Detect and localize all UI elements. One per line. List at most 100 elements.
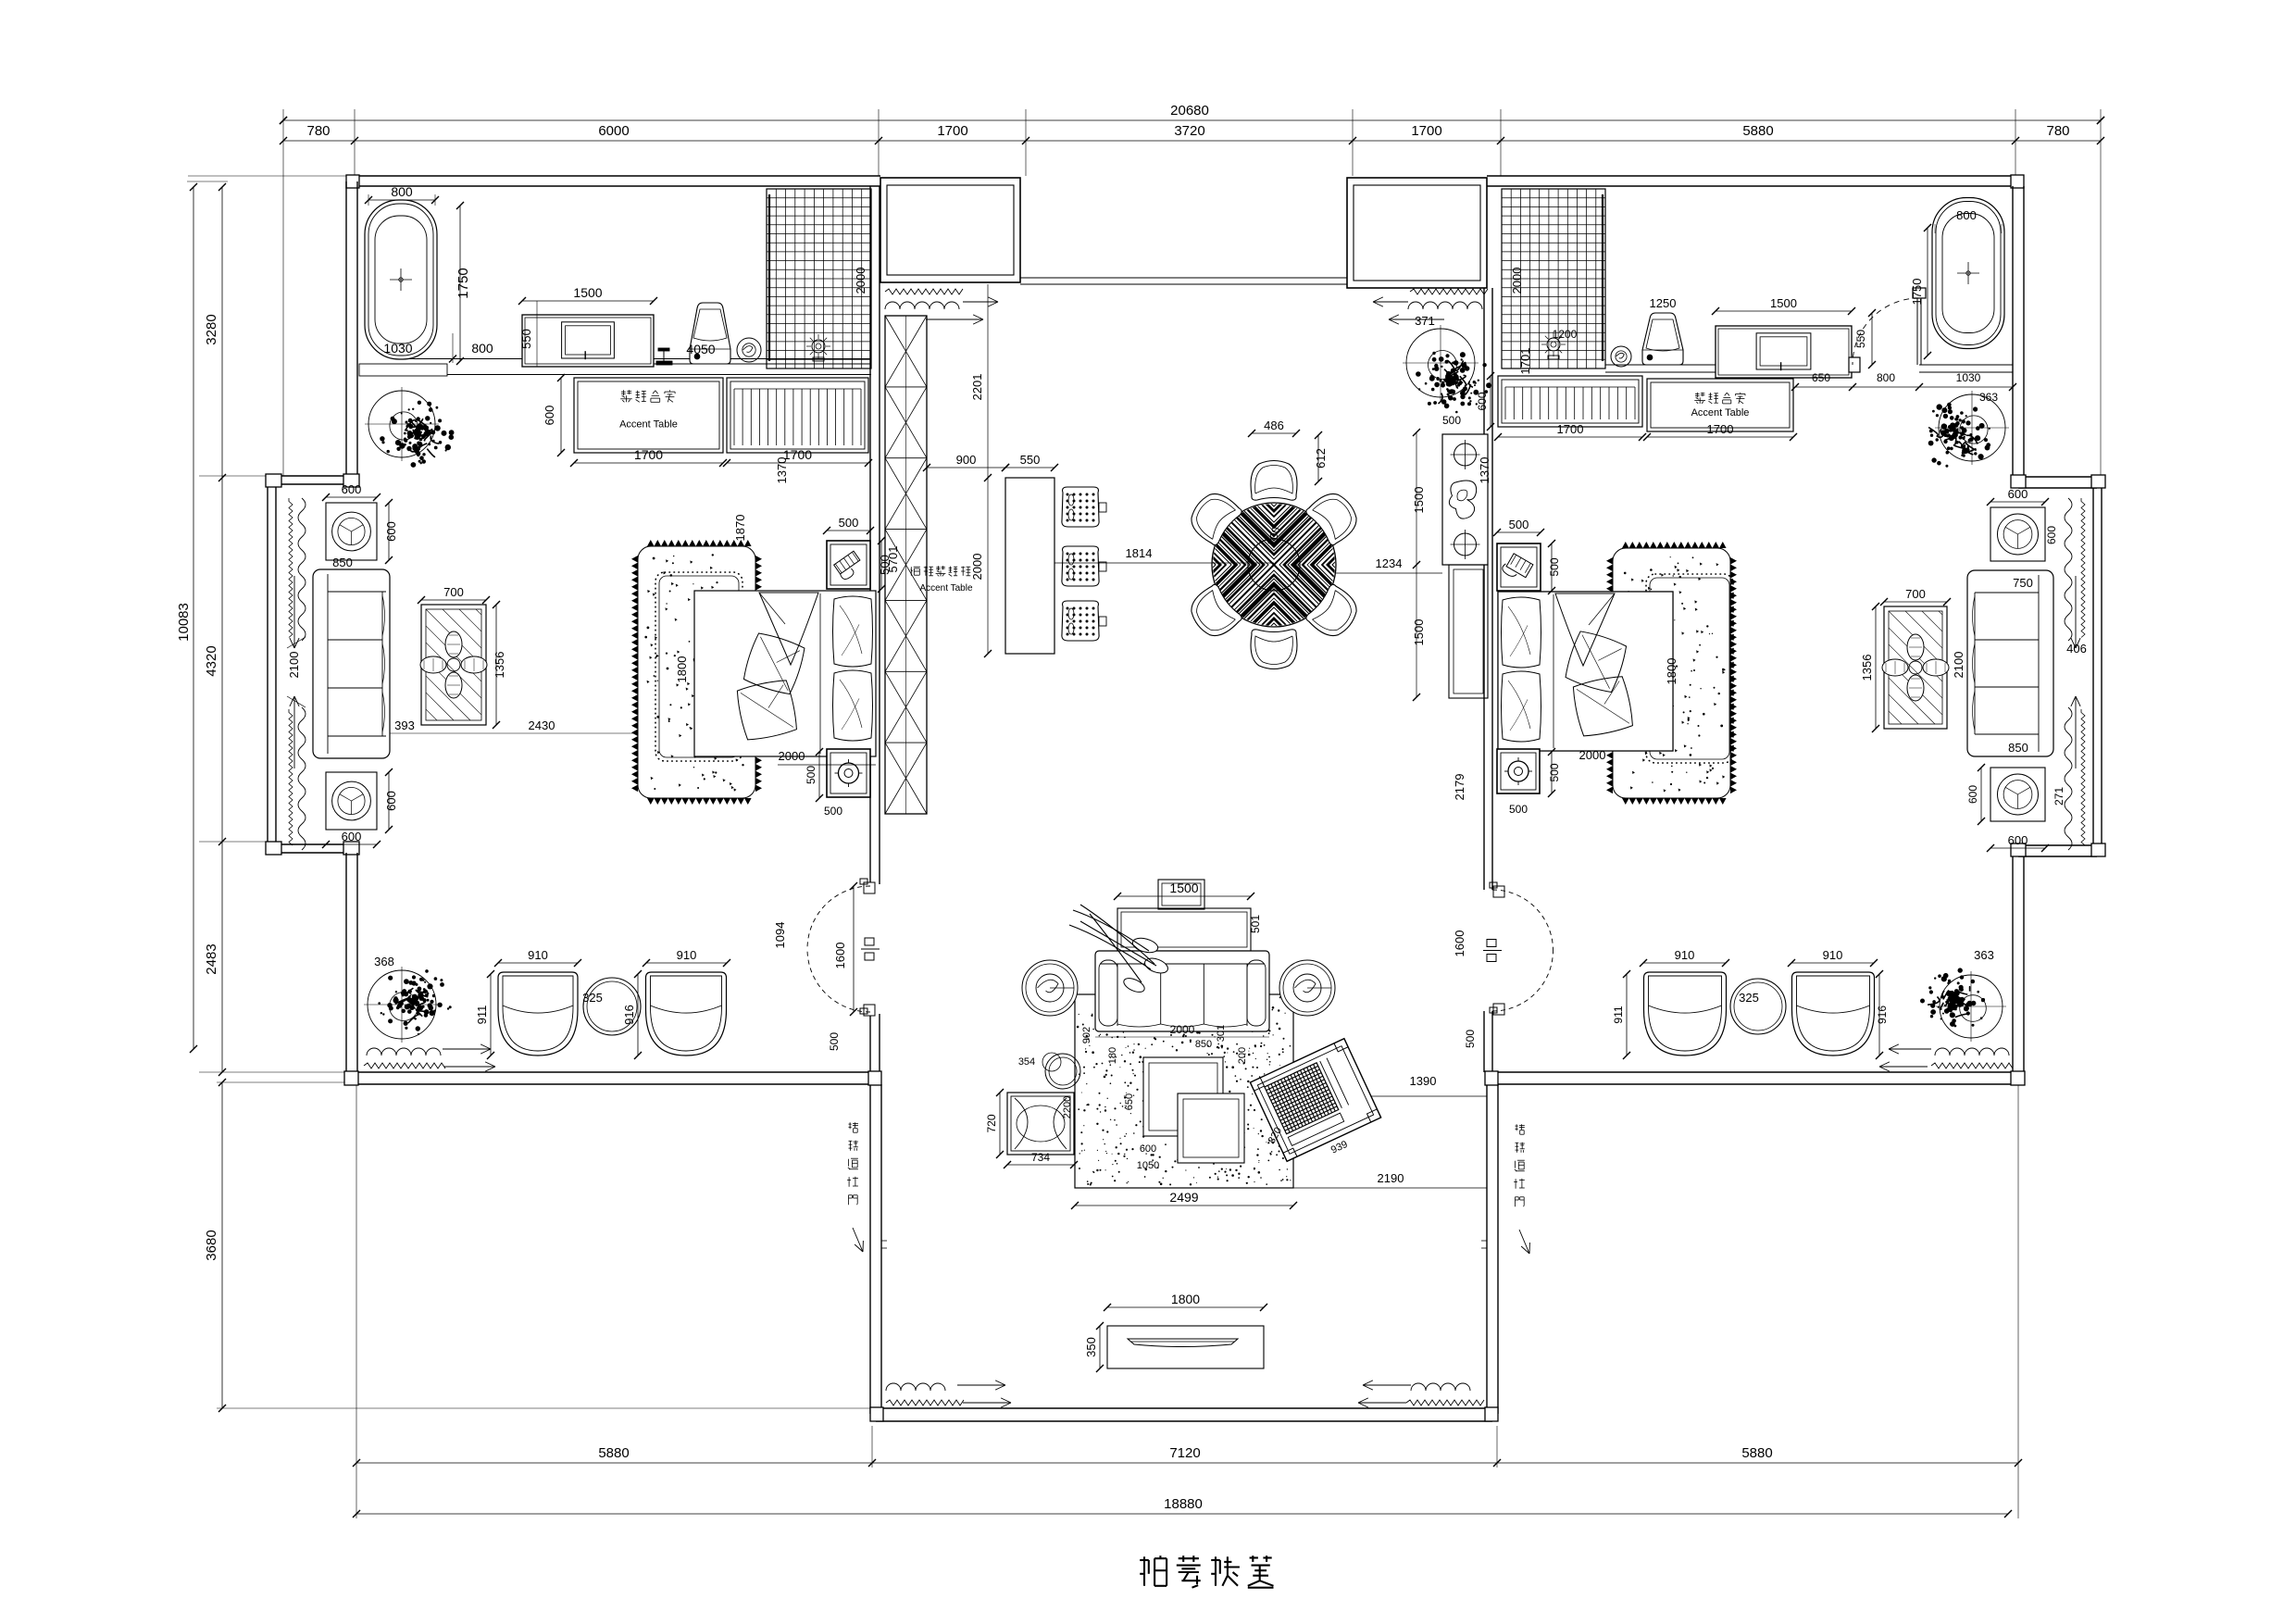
svg-text:911: 911	[1612, 1006, 1625, 1023]
svg-text:600: 600	[342, 830, 362, 843]
svg-text:500: 500	[1548, 763, 1561, 781]
svg-text:500: 500	[1509, 518, 1529, 531]
svg-text:850: 850	[1195, 1039, 1212, 1050]
svg-text:1200: 1200	[1553, 328, 1578, 341]
svg-text:910: 910	[677, 948, 697, 962]
svg-text:2499: 2499	[1169, 1190, 1198, 1205]
svg-text:600: 600	[342, 482, 362, 496]
svg-text:1700: 1700	[783, 447, 812, 462]
svg-text:500: 500	[1464, 1030, 1477, 1048]
svg-text:7120: 7120	[1169, 1445, 1200, 1461]
svg-text:850: 850	[332, 556, 353, 569]
svg-text:550: 550	[1854, 330, 1867, 348]
svg-text:1750: 1750	[1910, 279, 1924, 306]
svg-text:271: 271	[2053, 787, 2065, 806]
svg-text:10083: 10083	[176, 603, 192, 642]
svg-text:800: 800	[1877, 371, 1895, 384]
svg-text:301: 301	[1216, 1025, 1227, 1042]
svg-text:500: 500	[805, 766, 817, 784]
svg-text:1750: 1750	[455, 268, 471, 298]
svg-text:1700: 1700	[1707, 422, 1734, 436]
svg-text:600: 600	[1966, 785, 1979, 804]
svg-text:700: 700	[1905, 587, 1926, 601]
svg-text:325: 325	[582, 991, 603, 1005]
svg-text:600: 600	[384, 791, 398, 811]
svg-text:5880: 5880	[1741, 1445, 1772, 1461]
svg-text:5880: 5880	[598, 1445, 629, 1461]
svg-text:1356: 1356	[493, 652, 506, 679]
svg-text:600: 600	[2008, 833, 2028, 847]
svg-text:1800: 1800	[675, 656, 689, 683]
svg-text:600: 600	[1140, 1143, 1156, 1155]
svg-text:2100: 2100	[287, 652, 301, 679]
svg-text:650: 650	[1124, 1093, 1135, 1110]
svg-text:1600: 1600	[833, 943, 847, 969]
svg-text:850: 850	[2008, 741, 2028, 755]
svg-text:2430: 2430	[529, 718, 555, 732]
svg-text:393: 393	[394, 718, 415, 732]
svg-text:700: 700	[443, 585, 464, 599]
svg-text:350: 350	[1084, 1337, 1098, 1357]
svg-text:650: 650	[1812, 371, 1830, 384]
svg-text:2200: 2200	[1062, 1096, 1073, 1118]
svg-text:734: 734	[1031, 1151, 1050, 1164]
svg-text:2000: 2000	[1579, 748, 1606, 762]
svg-text:2000: 2000	[779, 749, 805, 763]
svg-text:1094: 1094	[773, 922, 787, 949]
svg-text:2100: 2100	[1952, 652, 1965, 679]
svg-text:800: 800	[391, 184, 413, 199]
svg-text:910: 910	[528, 948, 548, 962]
svg-text:500: 500	[1509, 803, 1528, 816]
svg-text:2000: 2000	[1170, 1023, 1195, 1036]
svg-text:1030: 1030	[383, 341, 412, 356]
svg-text:550: 550	[519, 329, 533, 349]
svg-text:900: 900	[956, 453, 977, 467]
svg-text:1800: 1800	[1665, 658, 1678, 685]
svg-text:4320: 4320	[204, 645, 219, 676]
svg-text:600: 600	[2045, 526, 2058, 544]
svg-text:363: 363	[1974, 948, 1994, 962]
svg-text:3680: 3680	[204, 1230, 219, 1260]
svg-text:325: 325	[1739, 991, 1759, 1005]
svg-text:1234: 1234	[1376, 556, 1403, 570]
svg-text:501: 501	[1249, 915, 1262, 933]
svg-text:1700: 1700	[937, 123, 967, 139]
svg-text:2483: 2483	[204, 943, 219, 974]
svg-text:1250: 1250	[1650, 296, 1677, 310]
svg-text:800: 800	[1956, 208, 1977, 222]
svg-text:910: 910	[1823, 948, 1843, 962]
svg-text:371: 371	[1415, 314, 1435, 328]
svg-text:902: 902	[1081, 1027, 1092, 1043]
svg-text:200: 200	[1237, 1047, 1248, 1064]
svg-text:5880: 5880	[1742, 123, 1773, 139]
svg-text:2201: 2201	[970, 374, 984, 401]
svg-text:1700: 1700	[1557, 422, 1584, 436]
svg-text:780: 780	[2046, 123, 2069, 139]
svg-text:1700: 1700	[1411, 123, 1441, 139]
svg-text:916: 916	[622, 1005, 636, 1025]
svg-text:910: 910	[1675, 948, 1695, 962]
svg-text:406: 406	[2066, 642, 2087, 656]
svg-text:3280: 3280	[204, 314, 219, 344]
svg-text:1050: 1050	[1137, 1160, 1159, 1171]
svg-text:1800: 1800	[1171, 1292, 1200, 1306]
svg-text:1500: 1500	[1169, 881, 1198, 895]
svg-text:5701: 5701	[886, 546, 900, 573]
svg-text:1870: 1870	[733, 515, 747, 542]
svg-text:720: 720	[985, 1114, 998, 1132]
svg-text:20680: 20680	[1170, 103, 1209, 119]
svg-text:600: 600	[543, 406, 556, 426]
svg-text:1700: 1700	[634, 447, 663, 462]
svg-text:700: 700	[1266, 525, 1283, 546]
svg-text:4050: 4050	[686, 342, 715, 356]
svg-text:612: 612	[1314, 448, 1328, 468]
svg-text:354: 354	[1018, 1056, 1035, 1068]
svg-text:1500: 1500	[1412, 619, 1426, 646]
svg-text:Accent Table: Accent Table	[619, 418, 678, 430]
svg-text:1600: 1600	[1453, 931, 1466, 957]
svg-text:2190: 2190	[1378, 1171, 1404, 1185]
svg-text:18880: 18880	[1164, 1496, 1203, 1512]
svg-text:Accent Table: Accent Table	[919, 583, 973, 593]
svg-text:180: 180	[1107, 1047, 1118, 1064]
svg-text:6000: 6000	[598, 123, 629, 139]
